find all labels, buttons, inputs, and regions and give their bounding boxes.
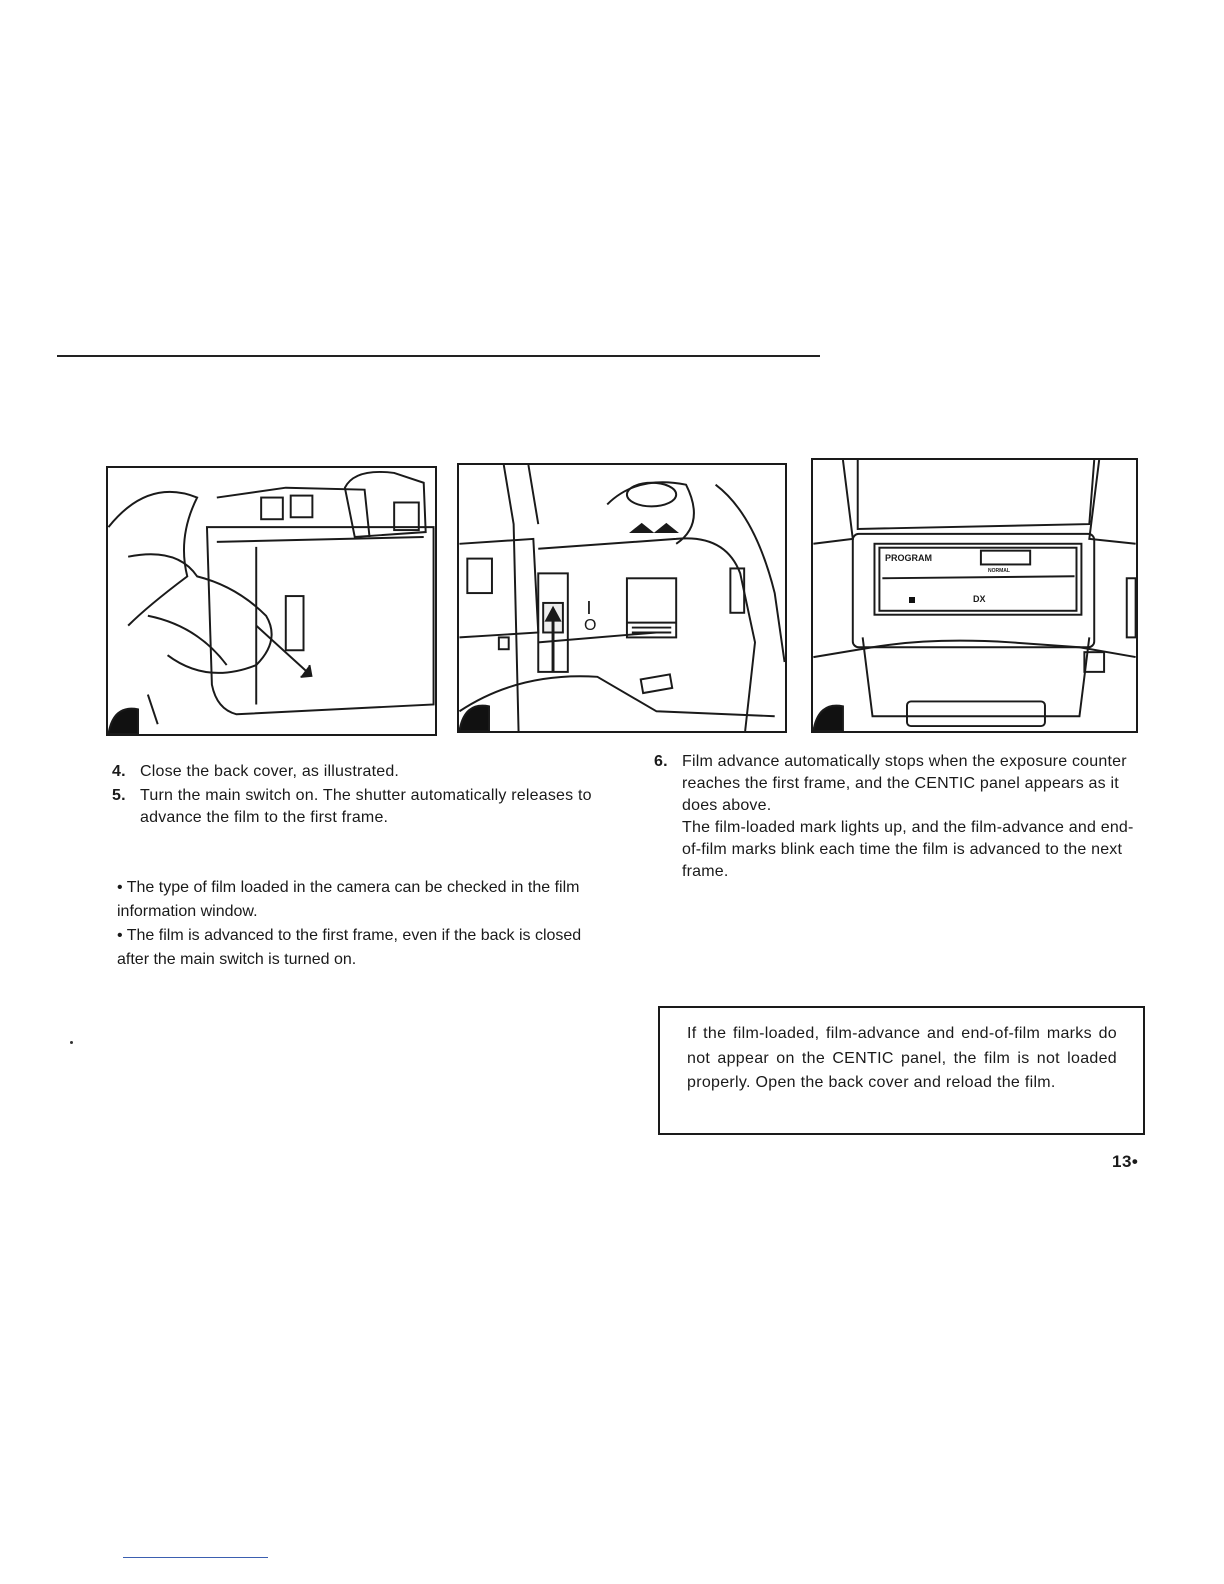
camera-back-illustration xyxy=(108,471,435,734)
dx-label: DX xyxy=(973,594,986,604)
steps-right: 6. Film advance automatically stops when… xyxy=(654,751,1144,885)
step-text-continued: The film-loaded mark lights up, and the … xyxy=(682,819,1134,880)
step-5: 5. Turn the main switch on. The shutter … xyxy=(112,785,592,829)
step-text: Film advance automatically stops when th… xyxy=(682,753,1127,814)
page-number: 13• xyxy=(1112,1152,1139,1171)
step-number: 6. xyxy=(654,753,668,770)
figure-centic-panel: PROGRAM NORMAL DX xyxy=(811,458,1138,733)
step-number: 5. xyxy=(112,787,126,804)
film-loaded-mark xyxy=(909,597,915,603)
bottom-rule xyxy=(123,1557,268,1558)
figure-main-switch: | O xyxy=(457,463,787,733)
camera-top-illustration xyxy=(459,465,785,731)
step-4: 4. Close the back cover, as illustrated. xyxy=(112,761,592,783)
centic-panel-illustration xyxy=(813,460,1136,731)
note-film-type: • The type of film loaded in the camera … xyxy=(117,879,580,920)
switch-on-mark: | xyxy=(587,598,591,614)
top-rule xyxy=(57,355,820,357)
caution-box: If the film-loaded, film-advance and end… xyxy=(658,1006,1145,1135)
normal-label: NORMAL xyxy=(988,568,1010,574)
steps-left: 4. Close the back cover, as illustrated.… xyxy=(112,761,592,831)
step-6: 6. Film advance automatically stops when… xyxy=(654,751,1144,883)
notes: • The type of film loaded in the camera … xyxy=(117,876,617,972)
figure-close-back-cover xyxy=(106,466,437,736)
note-first-frame: • The film is advanced to the first fram… xyxy=(117,927,582,968)
step-text: Turn the main switch on. The shutter aut… xyxy=(140,787,592,826)
step-number: 4. xyxy=(112,763,126,780)
switch-off-mark: O xyxy=(584,617,597,634)
speck xyxy=(70,1041,73,1044)
program-label: PROGRAM xyxy=(885,553,932,563)
step-text: Close the back cover, as illustrated. xyxy=(140,763,400,780)
